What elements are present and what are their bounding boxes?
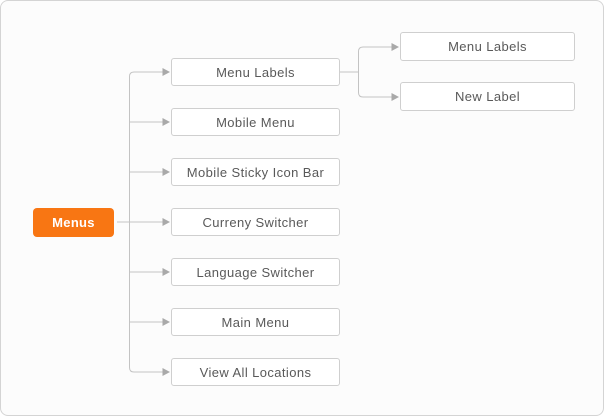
arrowhead-icon — [162, 218, 170, 226]
arrowhead-icon — [391, 93, 399, 101]
node-main-menu: Main Menu — [171, 308, 340, 336]
arrowhead-icon — [391, 43, 399, 51]
arrowhead-icon — [162, 368, 170, 376]
node-language-switcher: Language Switcher — [171, 258, 340, 286]
arrowhead-icon — [162, 168, 170, 176]
arrowhead-icon — [162, 318, 170, 326]
node-menu-labels: Menu Labels — [171, 58, 340, 86]
node-curreny-switcher: Curreny Switcher — [171, 208, 340, 236]
node-menus: Menus — [33, 208, 114, 237]
node-new-label: New Label — [400, 82, 575, 111]
split-line — [358, 46, 392, 98]
node-mobile-sticky-icon-bar: Mobile Sticky Icon Bar — [171, 158, 340, 186]
arrowhead-icon — [162, 268, 170, 276]
arrowhead-icon — [162, 118, 170, 126]
node-view-all-locations: View All Locations — [171, 358, 340, 386]
node-mobile-menu: Mobile Menu — [171, 108, 340, 136]
arrowhead-icon — [162, 68, 170, 76]
node-menu-labels-child: Menu Labels — [400, 32, 575, 61]
